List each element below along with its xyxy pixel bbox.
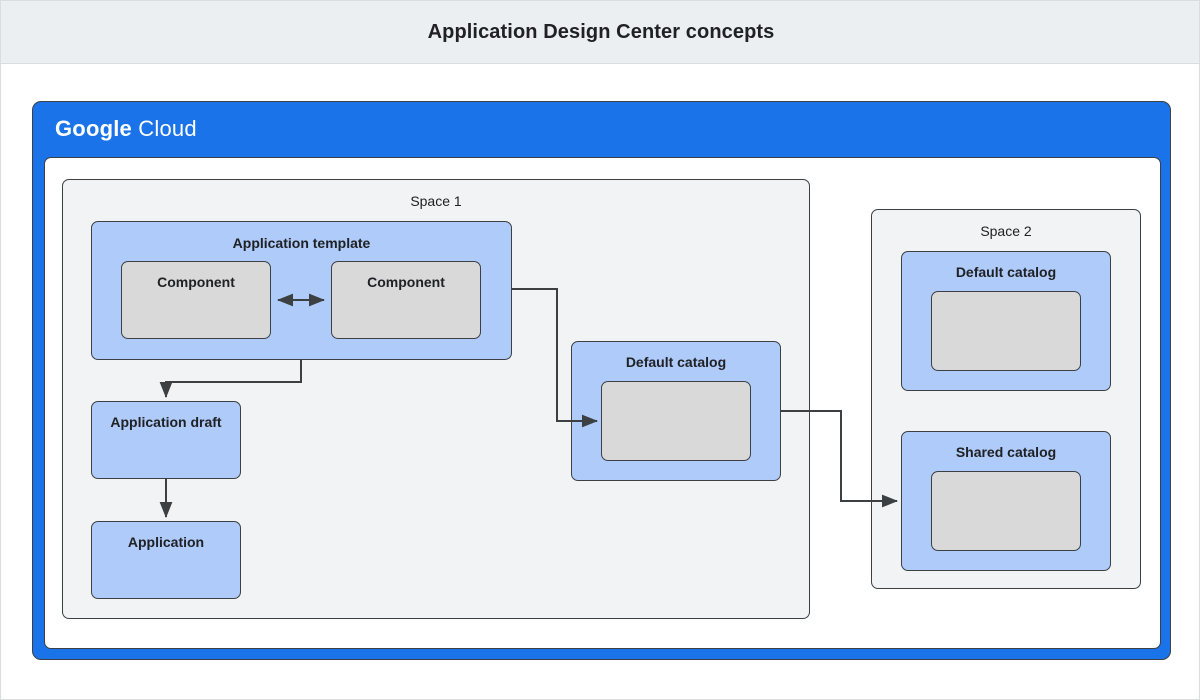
page-title: Application Design Center concepts	[427, 20, 775, 43]
google-cloud-logo-cloud: Cloud	[138, 116, 197, 141]
application-box: Application	[91, 521, 241, 599]
space-2-label: Space 2	[980, 223, 1032, 239]
header-bar: Application Design Center concepts	[1, 1, 1199, 64]
space-2-default-catalog-label: Default catalog	[955, 264, 1057, 280]
space-1-catalog-template-box: Catalog template	[601, 381, 751, 461]
application-template-label: Application template	[232, 235, 371, 251]
space-1-label: Space 1	[410, 193, 462, 209]
application-draft-label: Application draft	[110, 414, 222, 430]
component-box-2-label: Component	[367, 274, 445, 290]
google-cloud-logo: Google Cloud	[55, 116, 197, 142]
component-box-1: Component	[121, 261, 271, 339]
application-draft-box: Application draft	[91, 401, 241, 479]
space-2-catalog-template-box: Catalog template	[931, 291, 1081, 371]
space-1-default-catalog-label: Default catalog	[625, 354, 727, 370]
google-cloud-logo-google: Google	[55, 116, 132, 141]
component-box-1-label: Component	[157, 274, 235, 290]
space-2-shared-catalog-label: Shared catalog	[955, 444, 1057, 460]
space-2-shared-template-box: Shared template	[931, 471, 1081, 551]
application-label: Application	[127, 534, 205, 550]
component-box-2: Component	[331, 261, 481, 339]
